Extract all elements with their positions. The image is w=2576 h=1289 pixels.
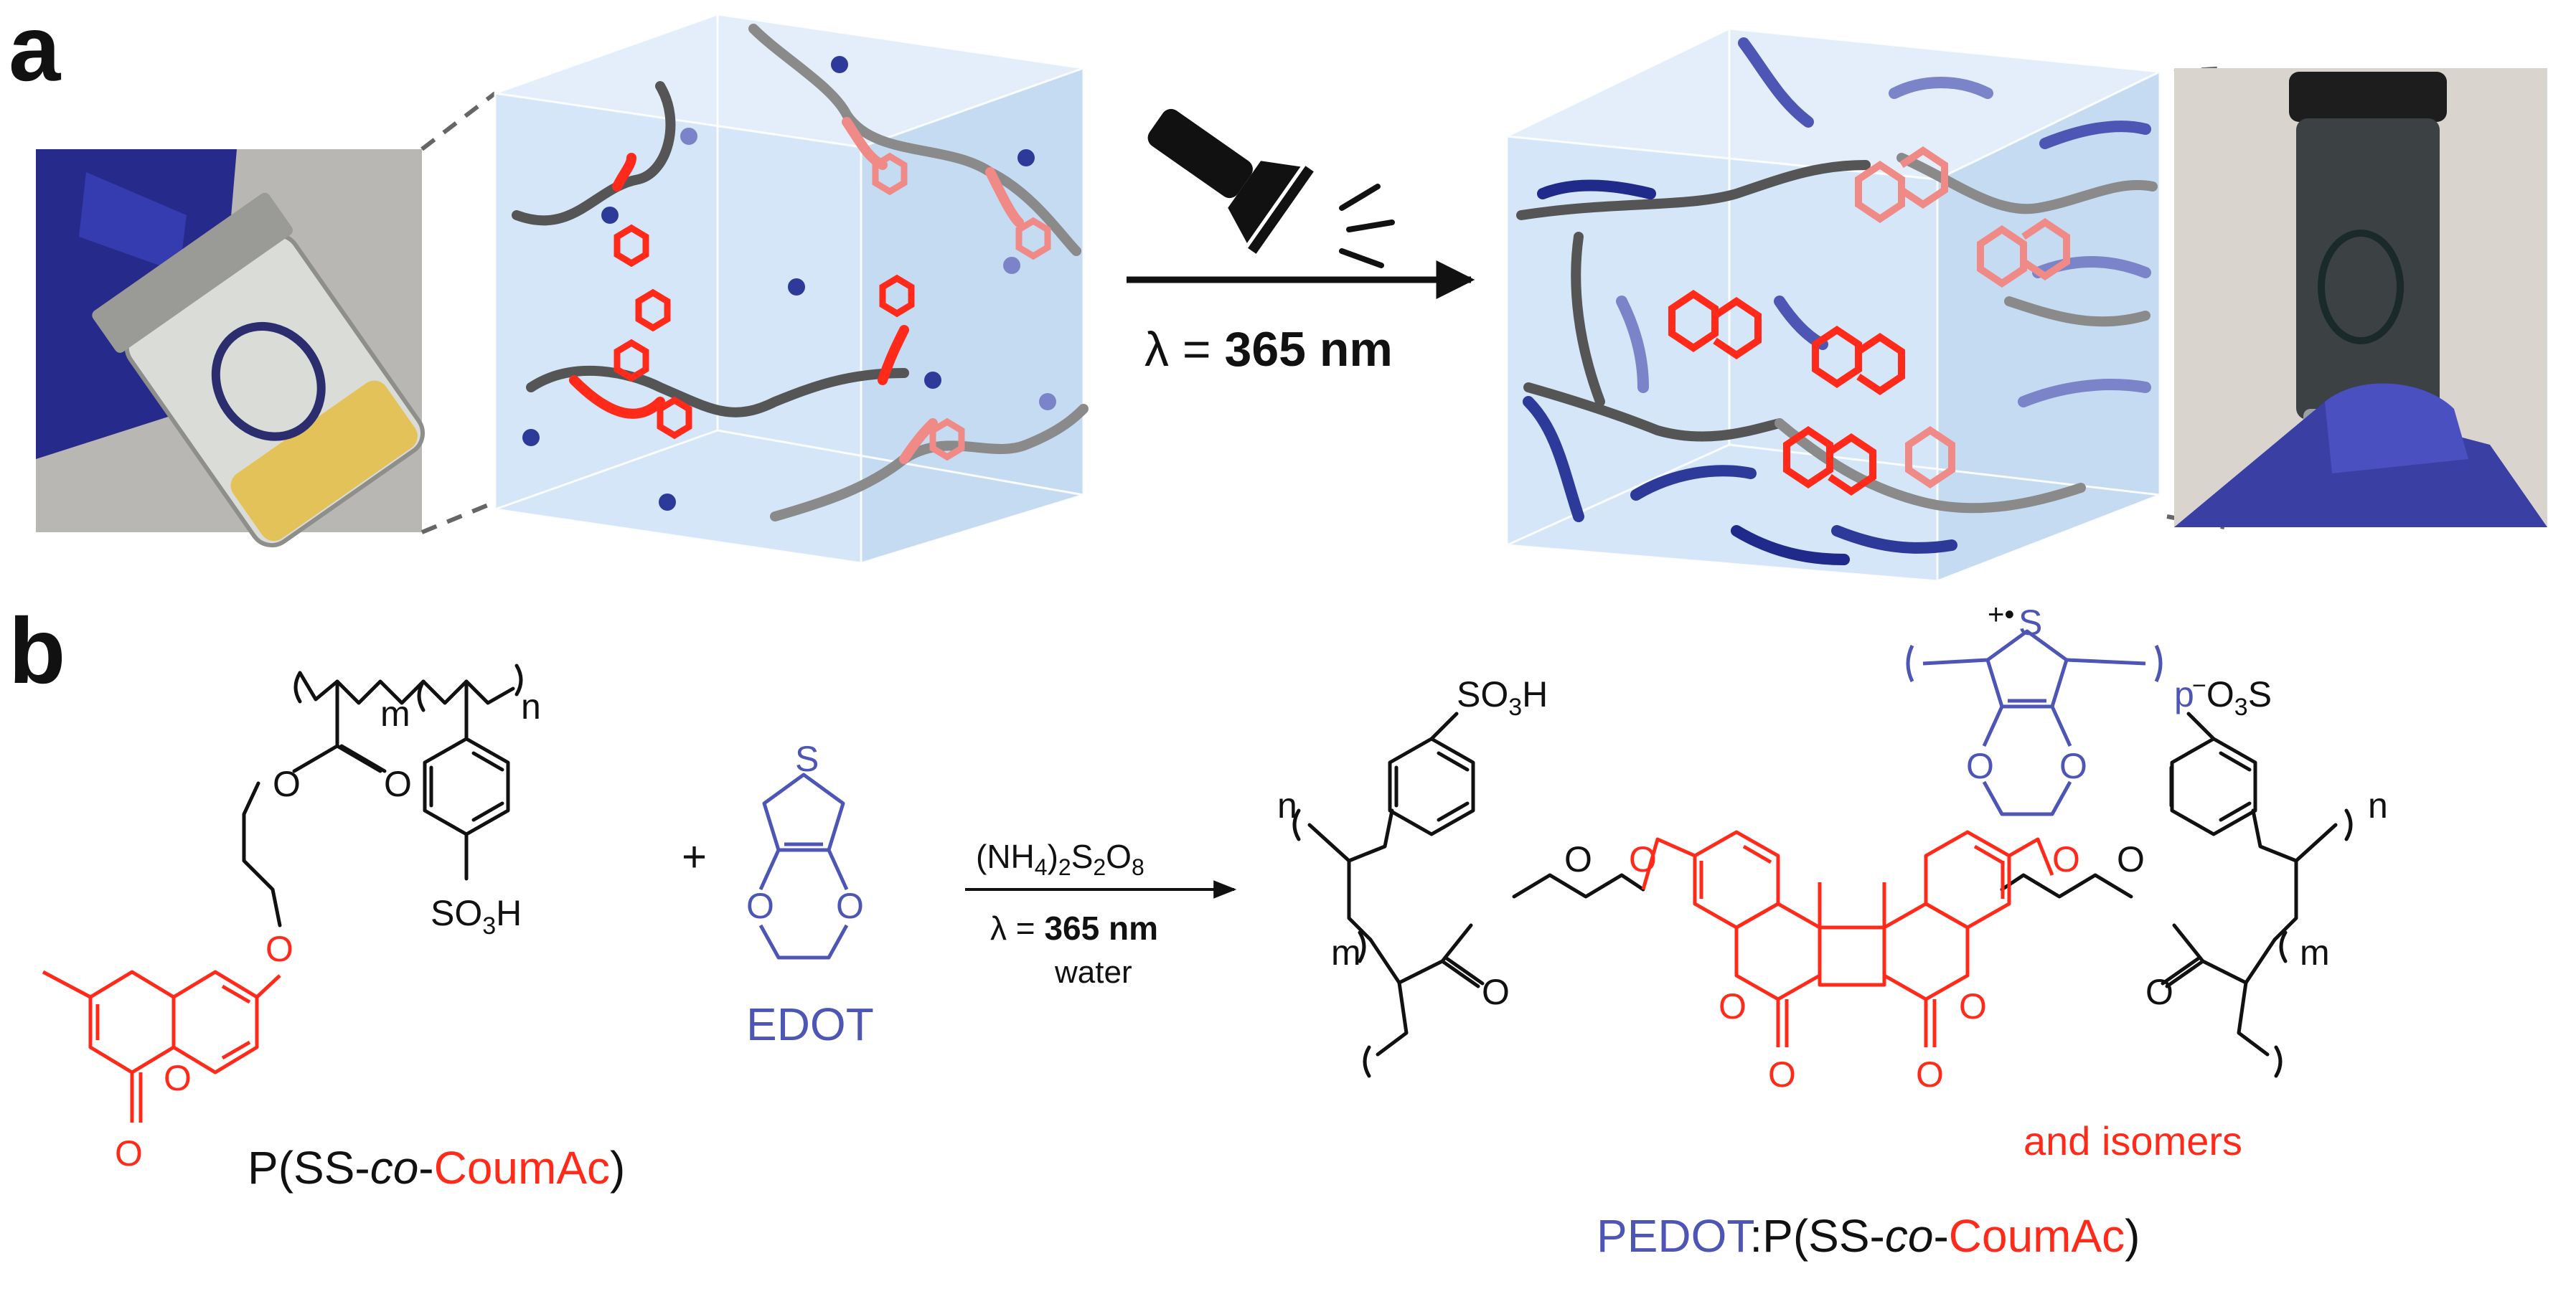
edot-structure — [758, 773, 849, 960]
edot-oxygen-right: O — [836, 886, 864, 926]
svg-text:O: O — [2052, 839, 2080, 879]
svg-text:O: O — [1629, 839, 1657, 879]
copolymer-name: P(SS-co-CoumAc) — [248, 1142, 625, 1194]
copolymer-labels: m n O O O SO3H — [265, 686, 541, 969]
solvent-label: water — [1054, 955, 1132, 990]
panel-b-label: b — [9, 598, 65, 703]
svg-text:p: p — [2174, 674, 2194, 714]
svg-text:O: O — [1482, 972, 1510, 1012]
svg-text:n: n — [521, 686, 541, 727]
oxidant-label: (NH4)2S2O8 — [976, 838, 1144, 880]
product-sulfonic-acid: SO3H — [1457, 674, 1548, 721]
svg-text:m: m — [380, 694, 410, 734]
svg-text:O: O — [1959, 986, 1987, 1026]
pedot-unit-structure — [1906, 629, 2163, 816]
product-name: PEDOT:P(SS-co-CoumAc) — [1597, 1210, 2140, 1262]
svg-text:O: O — [2145, 972, 2173, 1012]
coumarin-unit-left — [42, 970, 281, 1123]
edot-sulfur: S — [795, 739, 819, 779]
edot-monomer-dots-left — [522, 56, 1056, 511]
plus-sign: + — [682, 833, 707, 881]
svg-text:O: O — [384, 764, 412, 804]
edot-oxygen-left: O — [746, 886, 774, 926]
polymer-chains-right — [1516, 153, 2158, 514]
isomers-label: and isomers — [2023, 1118, 2242, 1163]
panel-a-label: a — [9, 0, 62, 100]
svg-text:O: O — [2117, 839, 2145, 879]
coumarin-ring-o: O — [164, 1058, 192, 1098]
light-rays-icon — [1339, 184, 1395, 268]
coumarin-dimers-right — [1668, 146, 2070, 496]
flashlight-icon — [1147, 108, 1314, 254]
vial-photo-left — [36, 149, 426, 548]
svg-text:O: O — [1719, 986, 1747, 1026]
svg-text:n: n — [2368, 785, 2388, 826]
svg-text:O: O — [273, 764, 301, 804]
svg-text:n: n — [1277, 785, 1297, 826]
svg-text:O: O — [265, 929, 293, 969]
svg-text:O: O — [1966, 746, 1994, 786]
coumarin-dimer-core — [1641, 830, 2054, 1047]
svg-text:O: O — [1564, 839, 1592, 879]
panel-a-condition: λ = 365 nm — [1144, 322, 1393, 377]
coumarin-rings-left — [614, 152, 1051, 461]
product-backbone-right — [2000, 712, 2353, 1078]
svg-text:O: O — [1916, 1054, 1944, 1095]
svg-text:m: m — [1331, 932, 1361, 973]
polymer-chains-left — [512, 24, 1089, 521]
svg-text:O: O — [1768, 1054, 1796, 1095]
cube-right — [1505, 27, 2161, 582]
product-backbone — [1292, 712, 1645, 1078]
product-sulfonate: −O3S — [2192, 672, 2272, 721]
svg-text:S: S — [2018, 603, 2042, 643]
edot-label: EDOT — [746, 998, 874, 1050]
zoom-lines-left — [420, 91, 497, 534]
svg-text:+•: +• — [1988, 599, 2014, 631]
svg-text:O: O — [2059, 746, 2087, 786]
copolymer-sulfonate: SO3H — [431, 893, 522, 940]
product-labels: n m n m p +• S O O SO3H −O3S O O O O O O… — [1277, 599, 2388, 1095]
light-condition: λ = 365 nm — [990, 910, 1158, 947]
coumarin-carbonyl-o: O — [115, 1133, 143, 1174]
vial-photo-right — [2174, 68, 2547, 527]
copolymer-structure — [242, 664, 523, 927]
svg-text:m: m — [2300, 932, 2330, 973]
